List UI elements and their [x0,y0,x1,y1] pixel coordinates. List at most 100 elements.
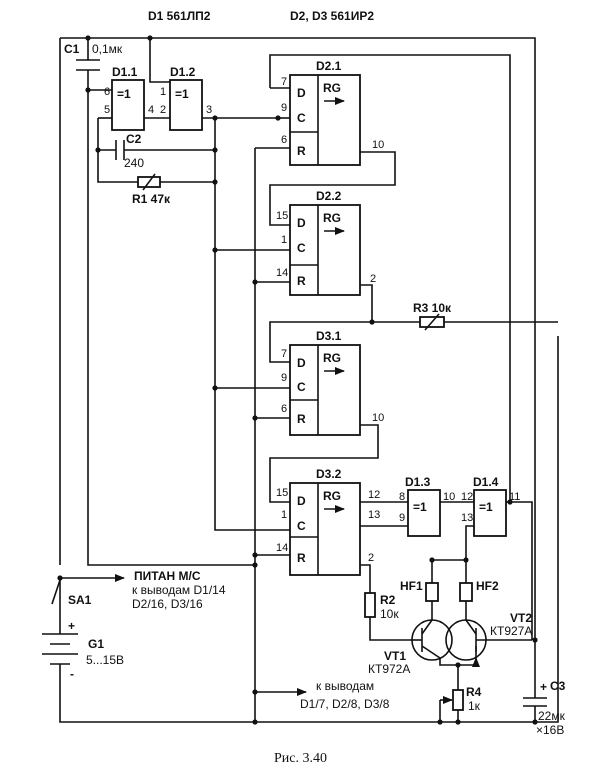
d3-2-pin15: 15 [276,487,288,499]
d1-4-pin11: 11 [509,491,520,503]
output-stage-wiring [255,501,510,722]
d1-2-pin2: 2 [160,104,166,116]
register-d2-1 [289,74,361,166]
d3-1-r: R [297,412,306,426]
d2-2-pin14: 14 [276,267,288,279]
d2-2-pin1: 1 [281,234,287,246]
d1-1-label: D1.1 [112,65,138,79]
d2-1-pin6: 6 [281,134,287,146]
switch-sa1 [51,579,61,605]
r4-value: 1к [468,699,481,713]
capacitor-c3 [523,640,547,722]
gate-d1-3 [407,489,441,537]
d3-1-pin9: 9 [281,372,287,384]
emitter-hf1 [425,582,439,602]
d2-2-pin15: 15 [276,210,288,222]
d2-2-rg: RG [323,211,341,225]
d2-2-label: D2.2 [316,189,342,203]
d3-1-pin6: 6 [281,403,287,415]
d3-2-c: C [297,519,306,533]
d1-1-pin5: 5 [104,104,110,116]
r4-label: R4 [466,685,482,699]
register-d3-1 [289,344,361,436]
d2-2-pin2: 2 [370,273,376,285]
gate-d1-2 [169,79,203,131]
gate-d1-4 [473,489,507,537]
hf2-label: HF2 [476,579,499,593]
d1-1-pin6: 6 [104,86,110,98]
d3-2-label: D3.2 [316,467,342,481]
d2-1-r: R [297,144,306,158]
power-note-line3: D2/16, D3/16 [132,597,203,611]
d2-1-label: D2.1 [316,59,342,73]
d2-1-rg: RG [323,81,341,95]
d3-1-c: C [297,380,306,394]
d1-3-label: D1.3 [405,475,431,489]
c1-value: 0,1мк [92,42,123,56]
c2-label: C2 [126,132,142,146]
d1-chip-title: D1 561ЛП2 [148,9,211,23]
vt1-type: КТ972А [368,662,410,676]
d3-1-d: D [297,356,306,370]
d2-d3-chip-title: D2, D3 561ИР2 [290,9,374,23]
c3-voltage: ×16В [536,723,564,737]
d1-2-pin3: 3 [206,104,212,116]
vt2-type: КТ927А [490,624,532,638]
d1-2-label: D1.2 [170,65,196,79]
d3-2-rg: RG [323,489,341,503]
d2-1-pin10: 10 [372,139,384,151]
register-d3-2 [289,482,361,576]
d1-4-label: D1.4 [473,475,499,489]
transistor-vt1 [410,619,480,667]
c3-plus: + [540,680,547,694]
d3-1-pin10: 10 [372,412,384,424]
d3-2-r: R [297,551,306,565]
d3-1-pin7: 7 [281,348,287,360]
r3-label: R3 10к [413,301,452,315]
register-d2-2 [289,204,361,296]
d3-1-rg: RG [323,351,341,365]
d1-3-pin8: 8 [399,491,405,503]
d1-3-symbol: =1 [413,500,427,514]
power-note-line2: к выводам D1/14 [132,583,226,597]
d1-2-symbol: =1 [175,87,189,101]
d3-2-pin12: 12 [368,489,380,501]
hf1-label: HF1 [400,579,423,593]
figure-caption: Рис. 3.40 [274,751,327,766]
ground-note-line2: D1/7, D2/8, D3/8 [300,697,390,711]
g1-value: 5...15В [86,653,124,667]
d2-1-pin7: 7 [281,76,287,88]
g1-label: G1 [88,637,104,651]
d2-2-r: R [297,274,306,288]
junction-dots [57,35,538,725]
d1-4-pin13: 13 [461,512,473,524]
d1-1-symbol: =1 [117,87,131,101]
d3-2-pin2: 2 [368,552,374,564]
resistor-r4 [452,689,464,711]
c3-value: 22мк [538,709,566,723]
vt2-label: VT2 [510,611,532,625]
generator-wiring [88,89,290,531]
d1-3-pin9: 9 [399,512,405,524]
ground-note-line1: к выводам [316,679,374,693]
d2-2-c: C [297,241,306,255]
capacitor-c1 [76,59,100,71]
d1-4-pin12: 12 [461,491,473,503]
battery-g1 [42,610,78,680]
c3-label: C3 [550,679,566,693]
d3-2-d: D [297,494,306,508]
d3-1-label: D3.1 [316,329,342,343]
power-rails [59,37,559,723]
d2-2-d: D [297,216,306,230]
c2-value: 240 [124,156,144,170]
capacitor-c2 [115,140,125,160]
d3-2-pin14: 14 [276,542,288,554]
d2-1-pin9: 9 [281,102,287,114]
d1-2-pin1: 1 [160,86,166,98]
register-wiring [215,54,558,640]
gate-d1-1 [111,79,145,131]
d2-1-d: D [297,86,306,100]
vt1-label: VT1 [384,649,406,663]
transistor-vt2 [445,619,532,661]
